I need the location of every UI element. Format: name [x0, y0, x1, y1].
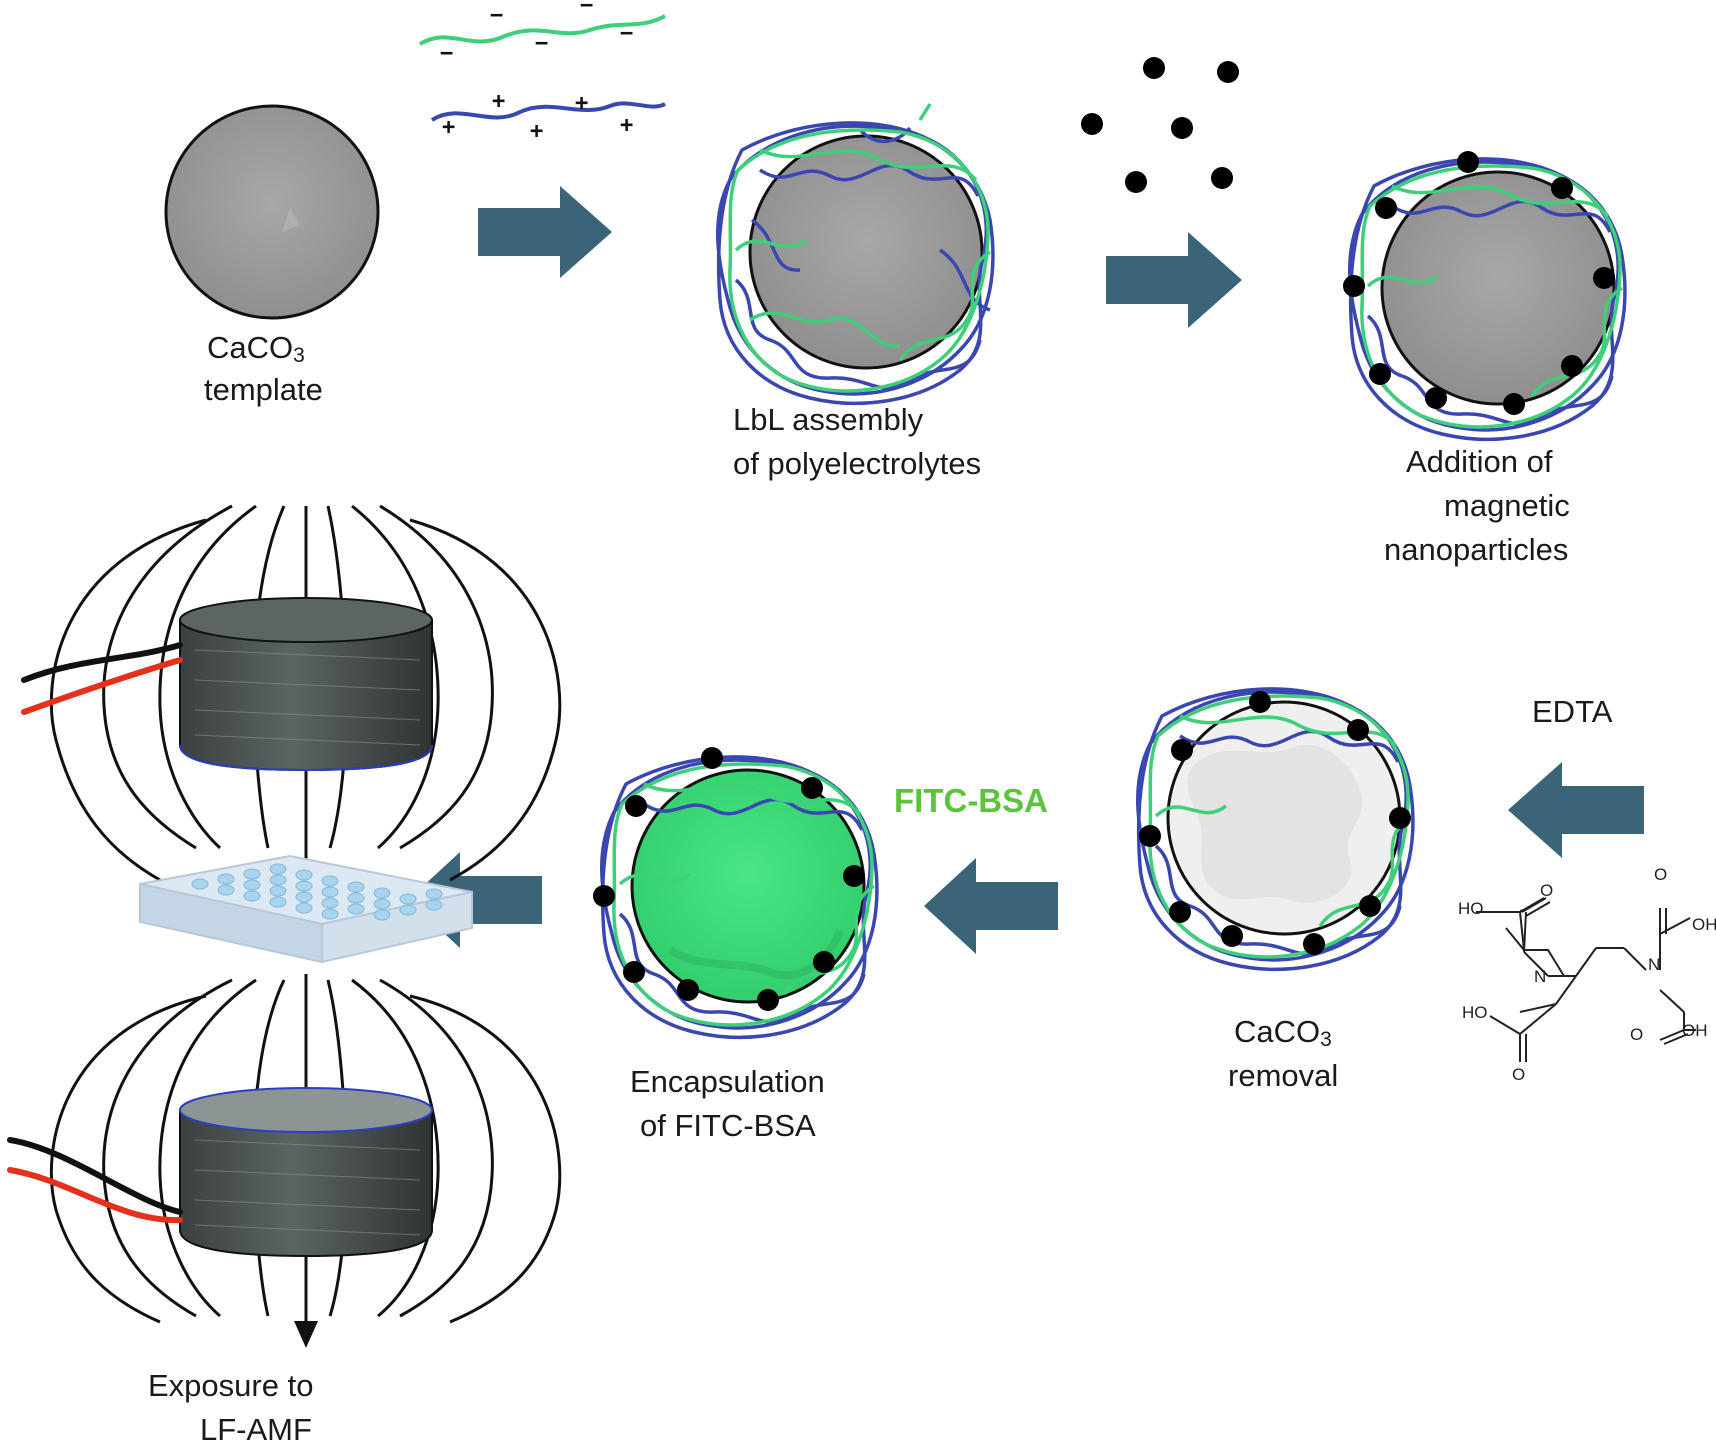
plus-sign: +	[620, 113, 633, 138]
np-label-line3: nanoparticles	[1384, 532, 1568, 567]
minus-sign: −	[580, 0, 593, 18]
edta-ho: HO	[1458, 899, 1484, 918]
removal-label-line2: removal	[1228, 1058, 1338, 1093]
green-polyelectrolyte-shell	[728, 103, 991, 393]
plus-sign: +	[492, 89, 505, 114]
edta-ho: HO	[1462, 1003, 1488, 1022]
edta-oh: OH	[1682, 1021, 1708, 1040]
edta-o: O	[1512, 1065, 1525, 1084]
exposure-label-line2: LF-AMF	[200, 1412, 312, 1444]
coil-wires-bottom	[7, 1137, 183, 1224]
lbl-label-line2: of polyelectrolytes	[733, 446, 981, 481]
encaps-label-line1: Encapsulation	[630, 1064, 825, 1099]
plus-sign: +	[442, 115, 455, 140]
positive-polyelectrolyte-chain	[430, 101, 666, 122]
well-plate-icon	[139, 854, 473, 964]
block-arrow-icon	[1508, 762, 1644, 858]
minus-sign: −	[620, 21, 633, 46]
edta-atom-labels: HO O O OH N N HO O O OH	[1458, 865, 1716, 1084]
coil-wires-top	[21, 642, 183, 715]
exposure-label-line1: Exposure to	[148, 1368, 313, 1403]
polyelectrolyte-chains: − − − − − + + + + +	[418, 0, 666, 144]
edta-n: N	[1534, 967, 1546, 986]
lbl-label-line1: LbL assembly	[733, 402, 924, 437]
minus-sign: −	[490, 3, 503, 28]
caco3-template	[164, 104, 380, 320]
lbl-coated-particle	[716, 103, 995, 406]
block-arrow-icon	[478, 186, 612, 278]
edta-label: EDTA	[1532, 694, 1613, 729]
plus-sign: +	[530, 119, 543, 144]
template-label-line2: template	[204, 372, 323, 407]
coil-magnet-icon	[179, 1087, 433, 1258]
fitc-bsa-capsule	[593, 747, 879, 1040]
fitc-bsa-reagent-label: FITC-BSA	[894, 782, 1048, 819]
edta-o: O	[1540, 881, 1553, 900]
removal-label-line1: CaCO3	[1234, 1014, 1332, 1051]
minus-sign: −	[440, 41, 453, 66]
hollow-capsule	[1136, 687, 1415, 972]
template-label-line1: CaCO3	[207, 330, 305, 367]
edta-oh: OH	[1692, 915, 1716, 934]
magnetic-nanoparticles	[1081, 57, 1239, 193]
edta-n: N	[1648, 955, 1660, 974]
block-arrow-icon	[924, 858, 1058, 954]
edta-o: O	[1630, 1025, 1643, 1044]
np-label-line2: magnetic	[1444, 488, 1570, 523]
block-arrow-icon	[1106, 232, 1242, 328]
minus-sign: −	[535, 31, 548, 56]
negative-polyelectrolyte-chain	[418, 14, 666, 46]
coil-magnet-icon	[179, 597, 433, 772]
edta-o: O	[1654, 865, 1667, 884]
encaps-label-line2: of FITC-BSA	[640, 1108, 816, 1143]
plus-sign: +	[575, 91, 588, 116]
np-label-line1: Addition of	[1406, 444, 1553, 479]
particle-with-nanoparticles	[1343, 151, 1627, 442]
edta-structure	[1476, 897, 1696, 1062]
